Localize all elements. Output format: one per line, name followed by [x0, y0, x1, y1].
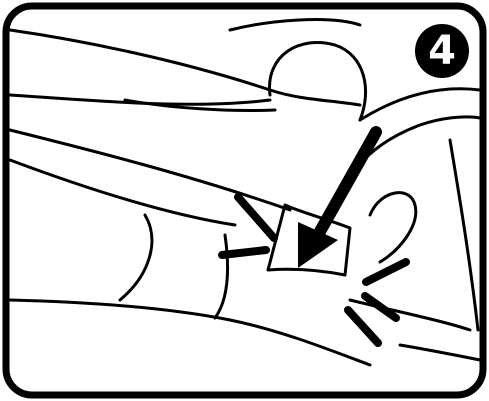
step-number-badge: 4: [415, 24, 469, 78]
